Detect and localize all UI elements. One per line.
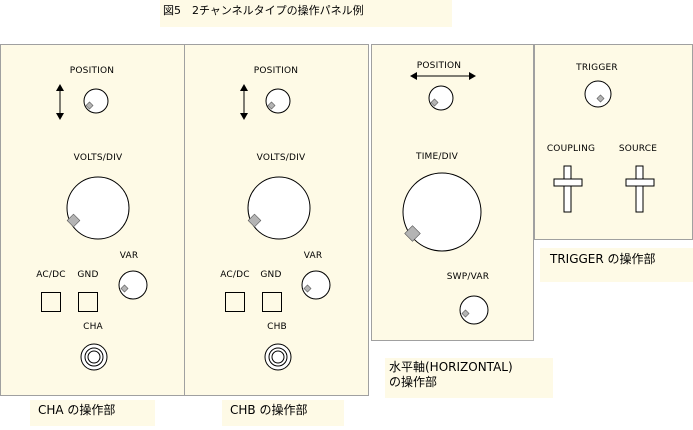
- cha-volts-div-knob[interactable]: [66, 176, 130, 240]
- cha-acdc-button[interactable]: [41, 292, 61, 312]
- chb-volts-div-label: VOLTS/DIV: [256, 153, 306, 163]
- swp-var-knob[interactable]: [459, 295, 489, 325]
- cha-caption-text: CHA の操作部: [38, 403, 116, 417]
- cha-position-label: POSITION: [69, 66, 115, 76]
- horizontal-position-label: POSITION: [416, 61, 462, 71]
- time-div-knob[interactable]: [402, 172, 482, 252]
- chb-position-knob[interactable]: [265, 88, 291, 114]
- chb-input-label: CHB: [267, 322, 287, 332]
- cha-vertical-arrow-icon: [56, 84, 64, 120]
- chb-var-knob[interactable]: [301, 270, 331, 300]
- cha-var-knob[interactable]: [118, 270, 148, 300]
- horizontal-caption-line2: の操作部: [389, 375, 438, 389]
- chb-vertical-arrow-icon: [240, 84, 248, 120]
- source-slider-switch[interactable]: [625, 165, 655, 213]
- cha-volts-div-label: VOLTS/DIV: [73, 153, 123, 163]
- source-label: SOURCE: [618, 144, 658, 154]
- horizontal-caption-line1: 水平軸(HORIZONTAL): [389, 360, 513, 374]
- figure-title: 図5 2チャンネルタイプの操作パネル例: [160, 0, 452, 27]
- trigger-caption-text: TRIGGER の操作部: [550, 252, 656, 266]
- chb-gnd-button[interactable]: [262, 292, 282, 312]
- cha-input-label: CHA: [83, 322, 103, 332]
- chb-var-label: VAR: [303, 251, 323, 261]
- trigger-panel: [534, 44, 693, 240]
- time-div-label: TIME/DIV: [416, 152, 458, 162]
- chb-caption: CHB の操作部: [222, 400, 344, 426]
- horizontal-arrow-icon: [410, 72, 476, 80]
- coupling-label: COUPLING: [546, 144, 596, 154]
- cha-gnd-label: GND: [77, 270, 99, 280]
- coupling-slider-switch[interactable]: [553, 165, 583, 213]
- chb-position-label: POSITION: [253, 66, 299, 76]
- cha-position-knob[interactable]: [83, 88, 109, 114]
- cha-acdc-label: AC/DC: [36, 270, 66, 280]
- trigger-label: TRIGGER: [576, 63, 618, 73]
- chb-acdc-button[interactable]: [225, 292, 245, 312]
- figure-title-text: 図5 2チャンネルタイプの操作パネル例: [163, 4, 364, 17]
- chb-gnd-label: GND: [260, 270, 282, 280]
- cha-caption: CHA の操作部: [30, 400, 155, 426]
- chb-volts-div-knob[interactable]: [247, 176, 311, 240]
- chb-acdc-label: AC/DC: [220, 270, 250, 280]
- chb-input-connector-icon[interactable]: [264, 343, 292, 371]
- chb-caption-text: CHB の操作部: [230, 403, 308, 417]
- trigger-caption: TRIGGER の操作部: [540, 248, 693, 282]
- cha-gnd-button[interactable]: [78, 292, 98, 312]
- cha-var-label: VAR: [119, 251, 139, 261]
- horizontal-caption: 水平軸(HORIZONTAL) の操作部: [385, 358, 553, 398]
- trigger-level-knob[interactable]: [584, 80, 612, 108]
- swp-var-label: SWP/VAR: [446, 272, 490, 282]
- cha-input-connector-icon[interactable]: [80, 343, 108, 371]
- horizontal-position-knob[interactable]: [428, 85, 454, 111]
